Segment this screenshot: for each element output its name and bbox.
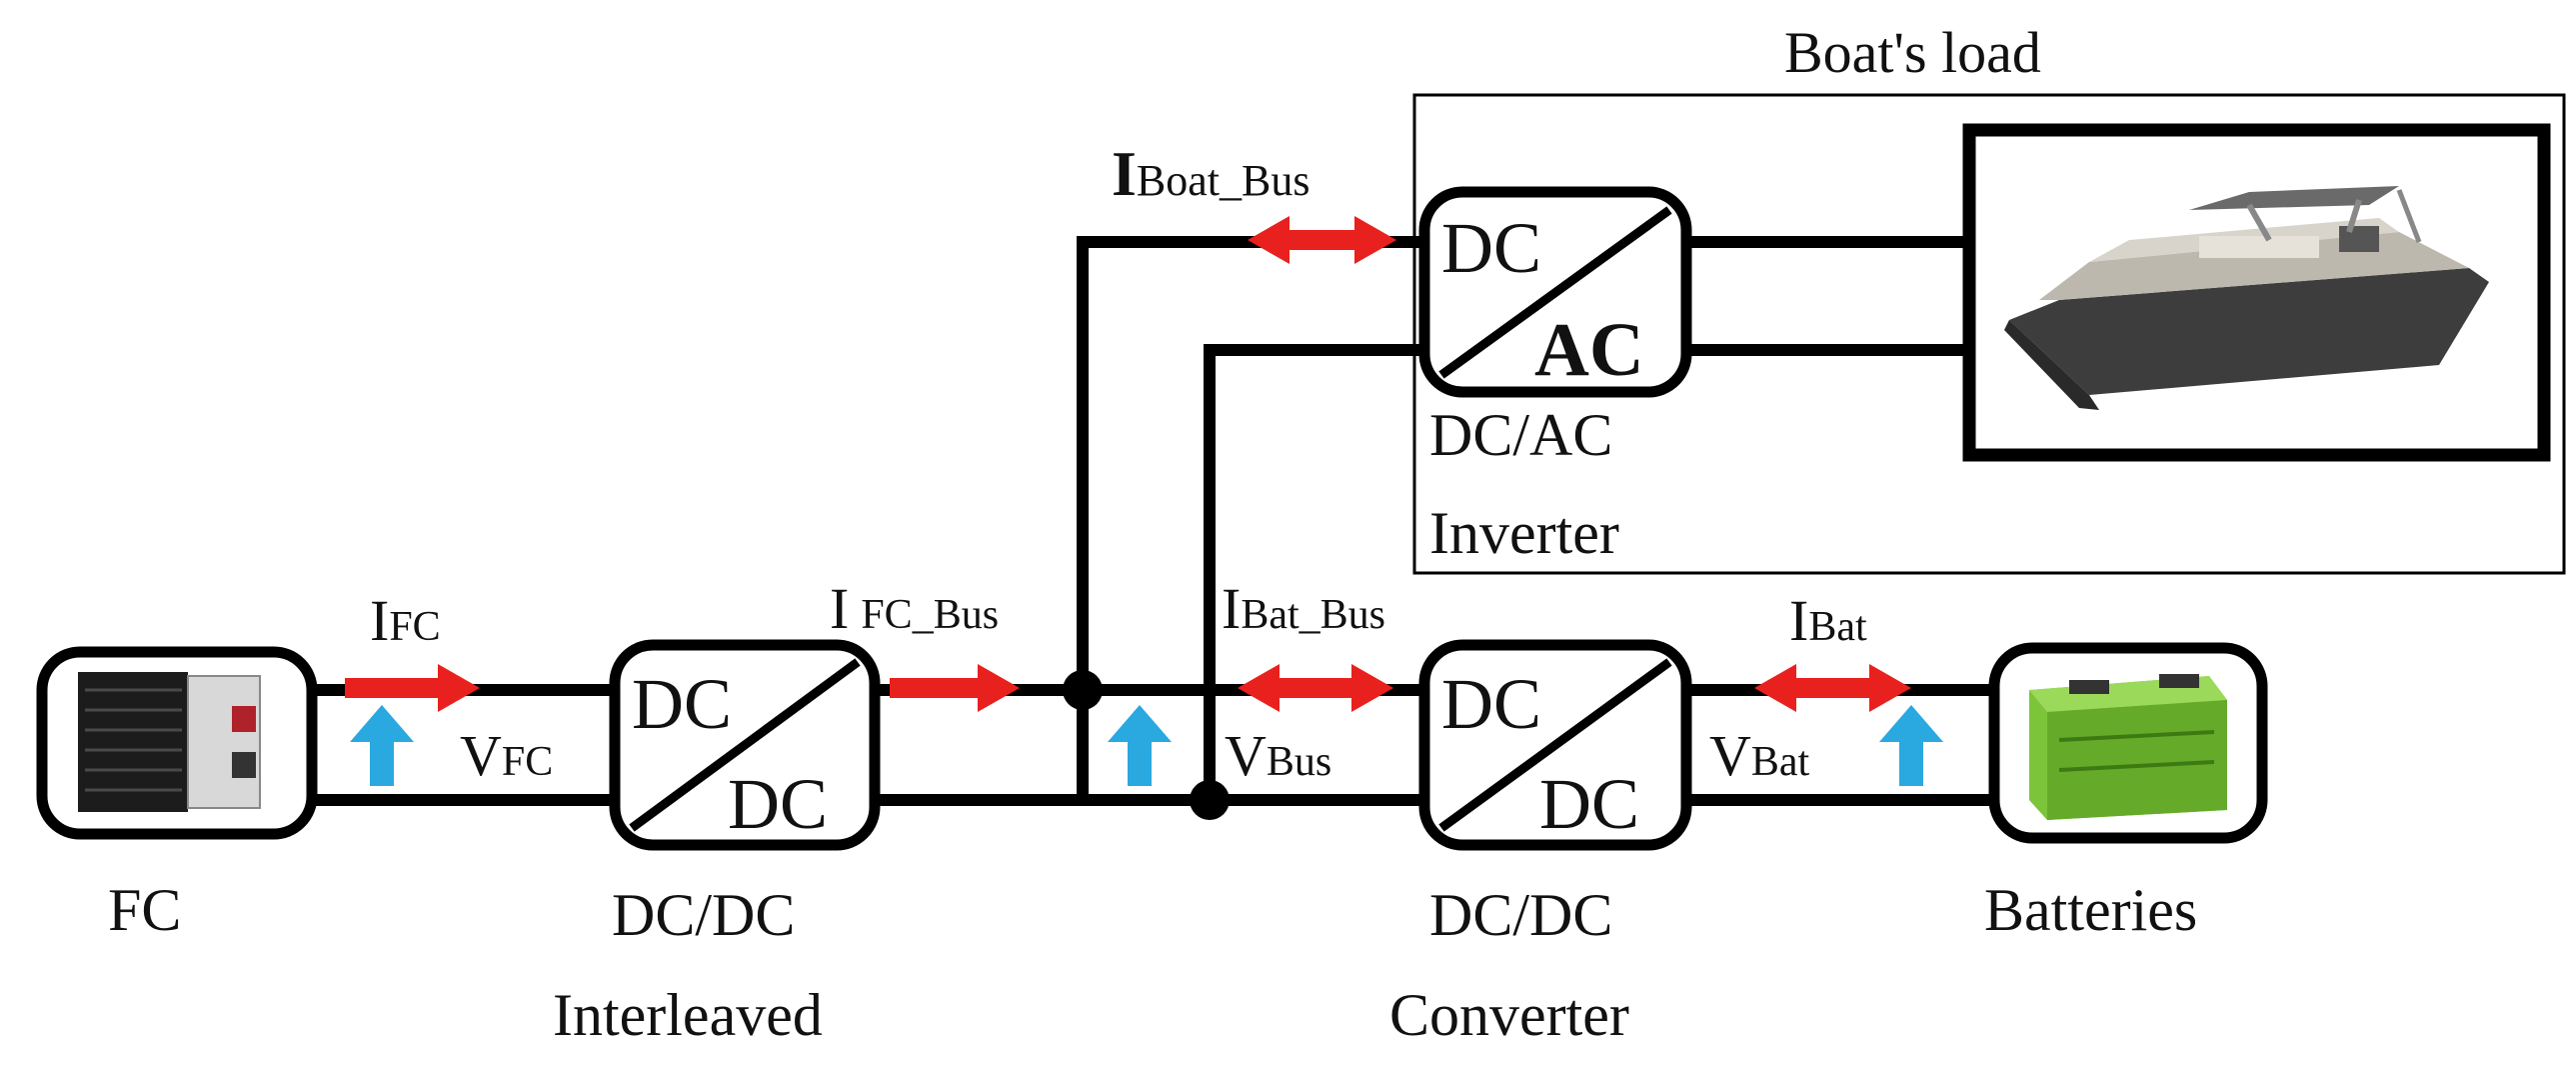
- fc-label: FC: [108, 877, 181, 943]
- batteries-block: [1988, 642, 2268, 844]
- dcac-inverter-block: DC AC: [1418, 186, 1692, 398]
- i-bat-bus-arrow: [1238, 664, 1393, 712]
- dcac-inverter-label-1: DC/AC: [1429, 402, 1612, 468]
- fuel-cell-block: [36, 646, 318, 840]
- dcdc-interleaved-block: DC DC: [609, 639, 881, 851]
- v-bus-label: VBus: [1225, 723, 1331, 788]
- boat-icon: [2004, 186, 2489, 410]
- i-bat-arrow: [1754, 664, 1911, 712]
- junction-dot-bottom: [1190, 780, 1230, 820]
- interleaved-bottom-text: DC: [728, 764, 828, 844]
- converter-bottom-text: DC: [1539, 764, 1639, 844]
- i-fc-label: IFC: [370, 588, 441, 653]
- i-bat-label: IBat: [1789, 588, 1867, 653]
- dcdc-converter-label-1: DC/DC: [1429, 882, 1612, 948]
- v-bus-arrow: [1108, 705, 1172, 786]
- boat-block: [1962, 123, 2551, 462]
- wiring: [306, 236, 2000, 806]
- inverter-bottom-text: AC: [1534, 308, 1644, 392]
- batteries-label: Batteries: [1984, 877, 2197, 943]
- inverter-top-text: DC: [1441, 208, 1541, 288]
- i-bat-bus-label: IBat_Bus: [1222, 576, 1385, 641]
- dcdc-converter-block: DC DC: [1418, 639, 1692, 851]
- i-fc-bus-arrow: [890, 664, 1020, 712]
- v-fc-label: VFC: [460, 723, 553, 788]
- boats-load-label: Boat's load: [1784, 20, 2041, 85]
- i-fc-arrow: [345, 664, 480, 712]
- interleaved-top-text: DC: [632, 664, 732, 744]
- boats-load-frame: [1412, 93, 2566, 575]
- dcac-inverter-label-2: Inverter: [1429, 500, 1619, 566]
- dcdc-converter-label-2: Converter: [1389, 982, 1629, 1048]
- converter-top-text: DC: [1441, 664, 1541, 744]
- dcdc-interleaved-label-1: DC/DC: [612, 882, 795, 948]
- i-boat-bus-label: IBoat_Bus: [1112, 138, 1309, 209]
- v-bat-arrow: [1879, 705, 1943, 786]
- dcdc-interleaved-label-2: Interleaved: [553, 982, 823, 1048]
- i-boat-bus-arrow: [1248, 216, 1396, 264]
- junction-dot-top: [1063, 670, 1103, 710]
- v-fc-arrow: [350, 705, 414, 786]
- battery-icon: [2029, 674, 2227, 820]
- v-bat-label: VBat: [1709, 723, 1810, 788]
